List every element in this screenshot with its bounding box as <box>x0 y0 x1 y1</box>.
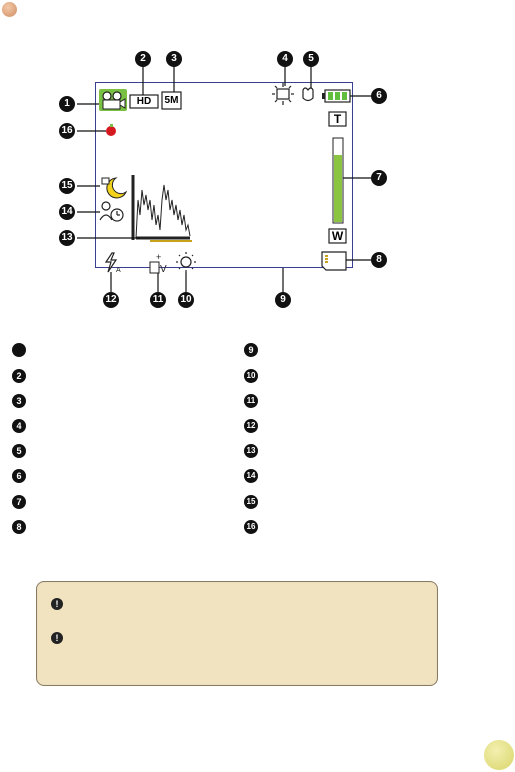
callout-10: 10 <box>178 292 194 308</box>
flash-icon: A <box>104 252 121 274</box>
legend-badge-3: 3 <box>12 394 26 408</box>
battery-icon <box>322 89 351 103</box>
corner-decoration <box>2 2 17 17</box>
page-number-dot <box>484 740 514 770</box>
svg-text:V: V <box>160 264 167 275</box>
exposure-compensation-icon: V + <box>149 252 167 275</box>
sd-card-icon <box>321 251 347 271</box>
legend-badge-14: 14 <box>244 469 258 483</box>
legend-badge-1: 1 <box>12 343 26 357</box>
callout-7: 7 <box>371 170 387 186</box>
hd-label: HD <box>136 96 152 107</box>
wide-box <box>328 228 347 244</box>
macro-icon <box>302 87 314 102</box>
callout-6: 6 <box>371 88 387 104</box>
video-mode-icon <box>99 89 127 111</box>
legend-badge-9: 9 <box>244 343 258 357</box>
callout-16: 16 <box>59 123 75 139</box>
callout-15: 15 <box>59 178 75 194</box>
legend-badge-13: 13 <box>244 444 258 458</box>
legend-badge-8: 8 <box>12 520 26 534</box>
record-indicator-icon <box>106 124 116 136</box>
exclamation-icon: ! <box>51 598 63 610</box>
note-box <box>36 581 438 686</box>
histogram-graph <box>131 175 192 242</box>
svg-text:+: + <box>156 252 161 262</box>
tele-box <box>328 111 347 127</box>
callout-11: 11 <box>150 292 166 308</box>
zoom-bar-fill <box>334 155 342 222</box>
callout-14: 14 <box>59 204 75 220</box>
legend-badge-10: 10 <box>244 369 258 383</box>
callout-1: 1 <box>59 96 75 112</box>
wide-label: W <box>331 229 344 243</box>
legend-badge-2: 2 <box>12 369 26 383</box>
night-mode-icon <box>101 177 128 199</box>
legend-badge-6: 6 <box>12 469 26 483</box>
callout-12: 12 <box>103 292 119 308</box>
self-timer-icon <box>99 201 124 222</box>
legend-badge-11: 11 <box>244 394 258 408</box>
legend-badge-7: 7 <box>12 495 26 509</box>
callout-2: 2 <box>135 51 151 67</box>
legend-badge-12: 12 <box>244 419 258 433</box>
legend-badge-15: 15 <box>244 495 258 509</box>
callout-4: 4 <box>277 51 293 67</box>
legend-badge-16: 16 <box>244 520 258 534</box>
callout-9: 9 <box>275 292 291 308</box>
svg-text:A: A <box>116 267 121 274</box>
megapixel-icon <box>161 91 182 110</box>
legend-badge-5: 5 <box>12 444 26 458</box>
tele-label: T <box>333 112 342 126</box>
brightness-icon <box>176 252 196 272</box>
callout-13: 13 <box>59 230 75 246</box>
leader-lines <box>77 66 371 292</box>
hd-resolution-icon <box>129 94 159 109</box>
exclamation-icon: ! <box>51 632 63 644</box>
callout-5: 5 <box>303 51 319 67</box>
white-balance-icon <box>272 83 294 105</box>
legend-badge-4: 4 <box>12 419 26 433</box>
callout-8: 8 <box>371 252 387 268</box>
megapixel-label: 5M <box>164 95 179 106</box>
callout-3: 3 <box>166 51 182 67</box>
